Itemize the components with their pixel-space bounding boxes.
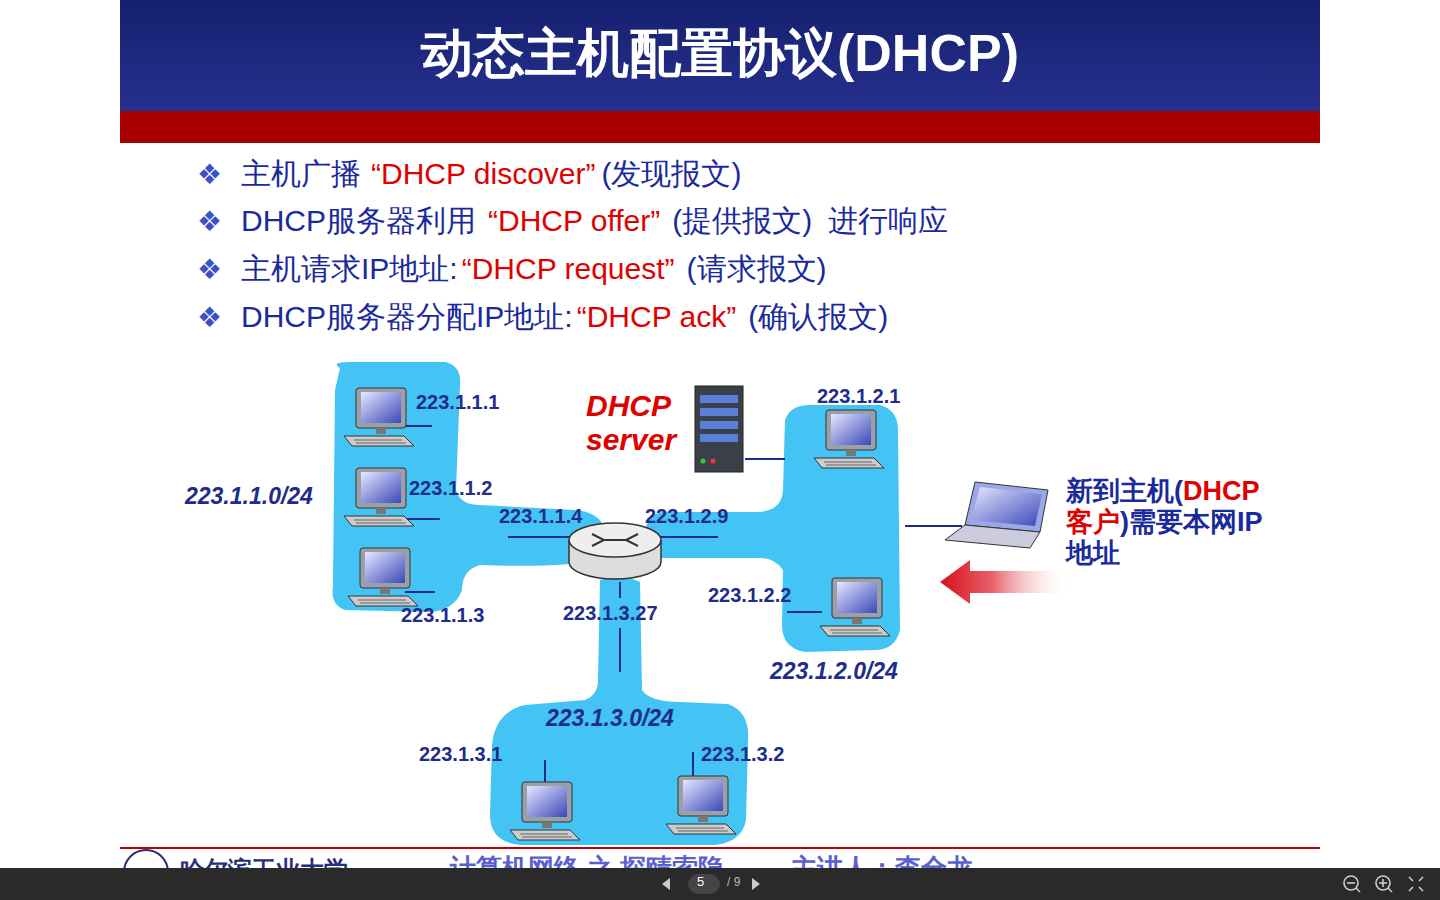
slide-title: 动态主机配置协议(DHCP) <box>421 24 1019 84</box>
subnet-region <box>490 576 748 845</box>
host-note: 新到主机( <box>1066 476 1183 507</box>
host-note: )需要本网IP <box>1120 507 1263 538</box>
subnet-label: 223.1.2.0/24 <box>770 658 898 684</box>
bullet-text: (确认报文) <box>748 300 888 335</box>
bullet-text: DHCP服务器分配IP地址: <box>241 300 573 335</box>
viewer-toolbar <box>0 868 1440 900</box>
bullet-mark: ❖ <box>197 302 222 334</box>
ip-address: 223.1.2.1 <box>817 385 900 408</box>
server-label: server <box>586 423 676 458</box>
bullet-text: “DHCP offer” <box>488 204 660 239</box>
ip-address: 223.1.3.27 <box>563 602 658 625</box>
page-number: 5 <box>697 875 704 890</box>
ip-address: 223.1.1.3 <box>401 604 484 627</box>
bullet-mark: ❖ <box>197 159 222 191</box>
ip-address: 223.1.2.9 <box>645 505 728 528</box>
host-note: 地址 <box>1066 538 1120 569</box>
host-note: 客户 <box>1066 507 1120 538</box>
bullet-text: 主机广播 <box>241 157 361 192</box>
bullet-text: (请求报文) <box>687 252 827 287</box>
bullet-text: (发现报文) <box>602 157 742 192</box>
bullet-mark: ❖ <box>197 206 222 238</box>
bullet-text: “DHCP discover” <box>371 157 596 192</box>
ip-address: 223.1.1.2 <box>409 477 492 500</box>
server-icon <box>695 386 743 472</box>
ip-address: 223.1.1.1 <box>416 391 499 414</box>
subnet-region <box>333 362 606 612</box>
subnet-region <box>644 405 900 652</box>
page-count: / 9 <box>727 876 740 890</box>
bullet-text: 主机请求IP地址: <box>241 252 458 287</box>
bullet-text: (提供报文) <box>672 204 812 239</box>
bullet-mark: ❖ <box>197 254 222 286</box>
bullet-text: DHCP服务器利用 <box>241 204 476 239</box>
subnet-label: 223.1.1.0/24 <box>185 483 313 509</box>
bullet-text: 进行响应 <box>828 204 948 239</box>
host-note: DHCP <box>1183 476 1260 507</box>
ip-address: 223.1.1.4 <box>499 505 582 528</box>
links <box>400 426 962 786</box>
bullet-text: “DHCP ack” <box>577 300 736 335</box>
ip-address: 223.1.3.1 <box>419 743 502 766</box>
arrival-arrow <box>940 560 1070 604</box>
ip-address: 223.1.2.2 <box>708 584 791 607</box>
subnet-label: 223.1.3.0/24 <box>546 705 674 731</box>
server-label: DHCP <box>586 389 671 424</box>
ip-address: 223.1.3.2 <box>701 743 784 766</box>
router <box>569 523 661 579</box>
bullet-text: “DHCP request” <box>462 252 675 287</box>
laptop-icon <box>945 482 1048 548</box>
